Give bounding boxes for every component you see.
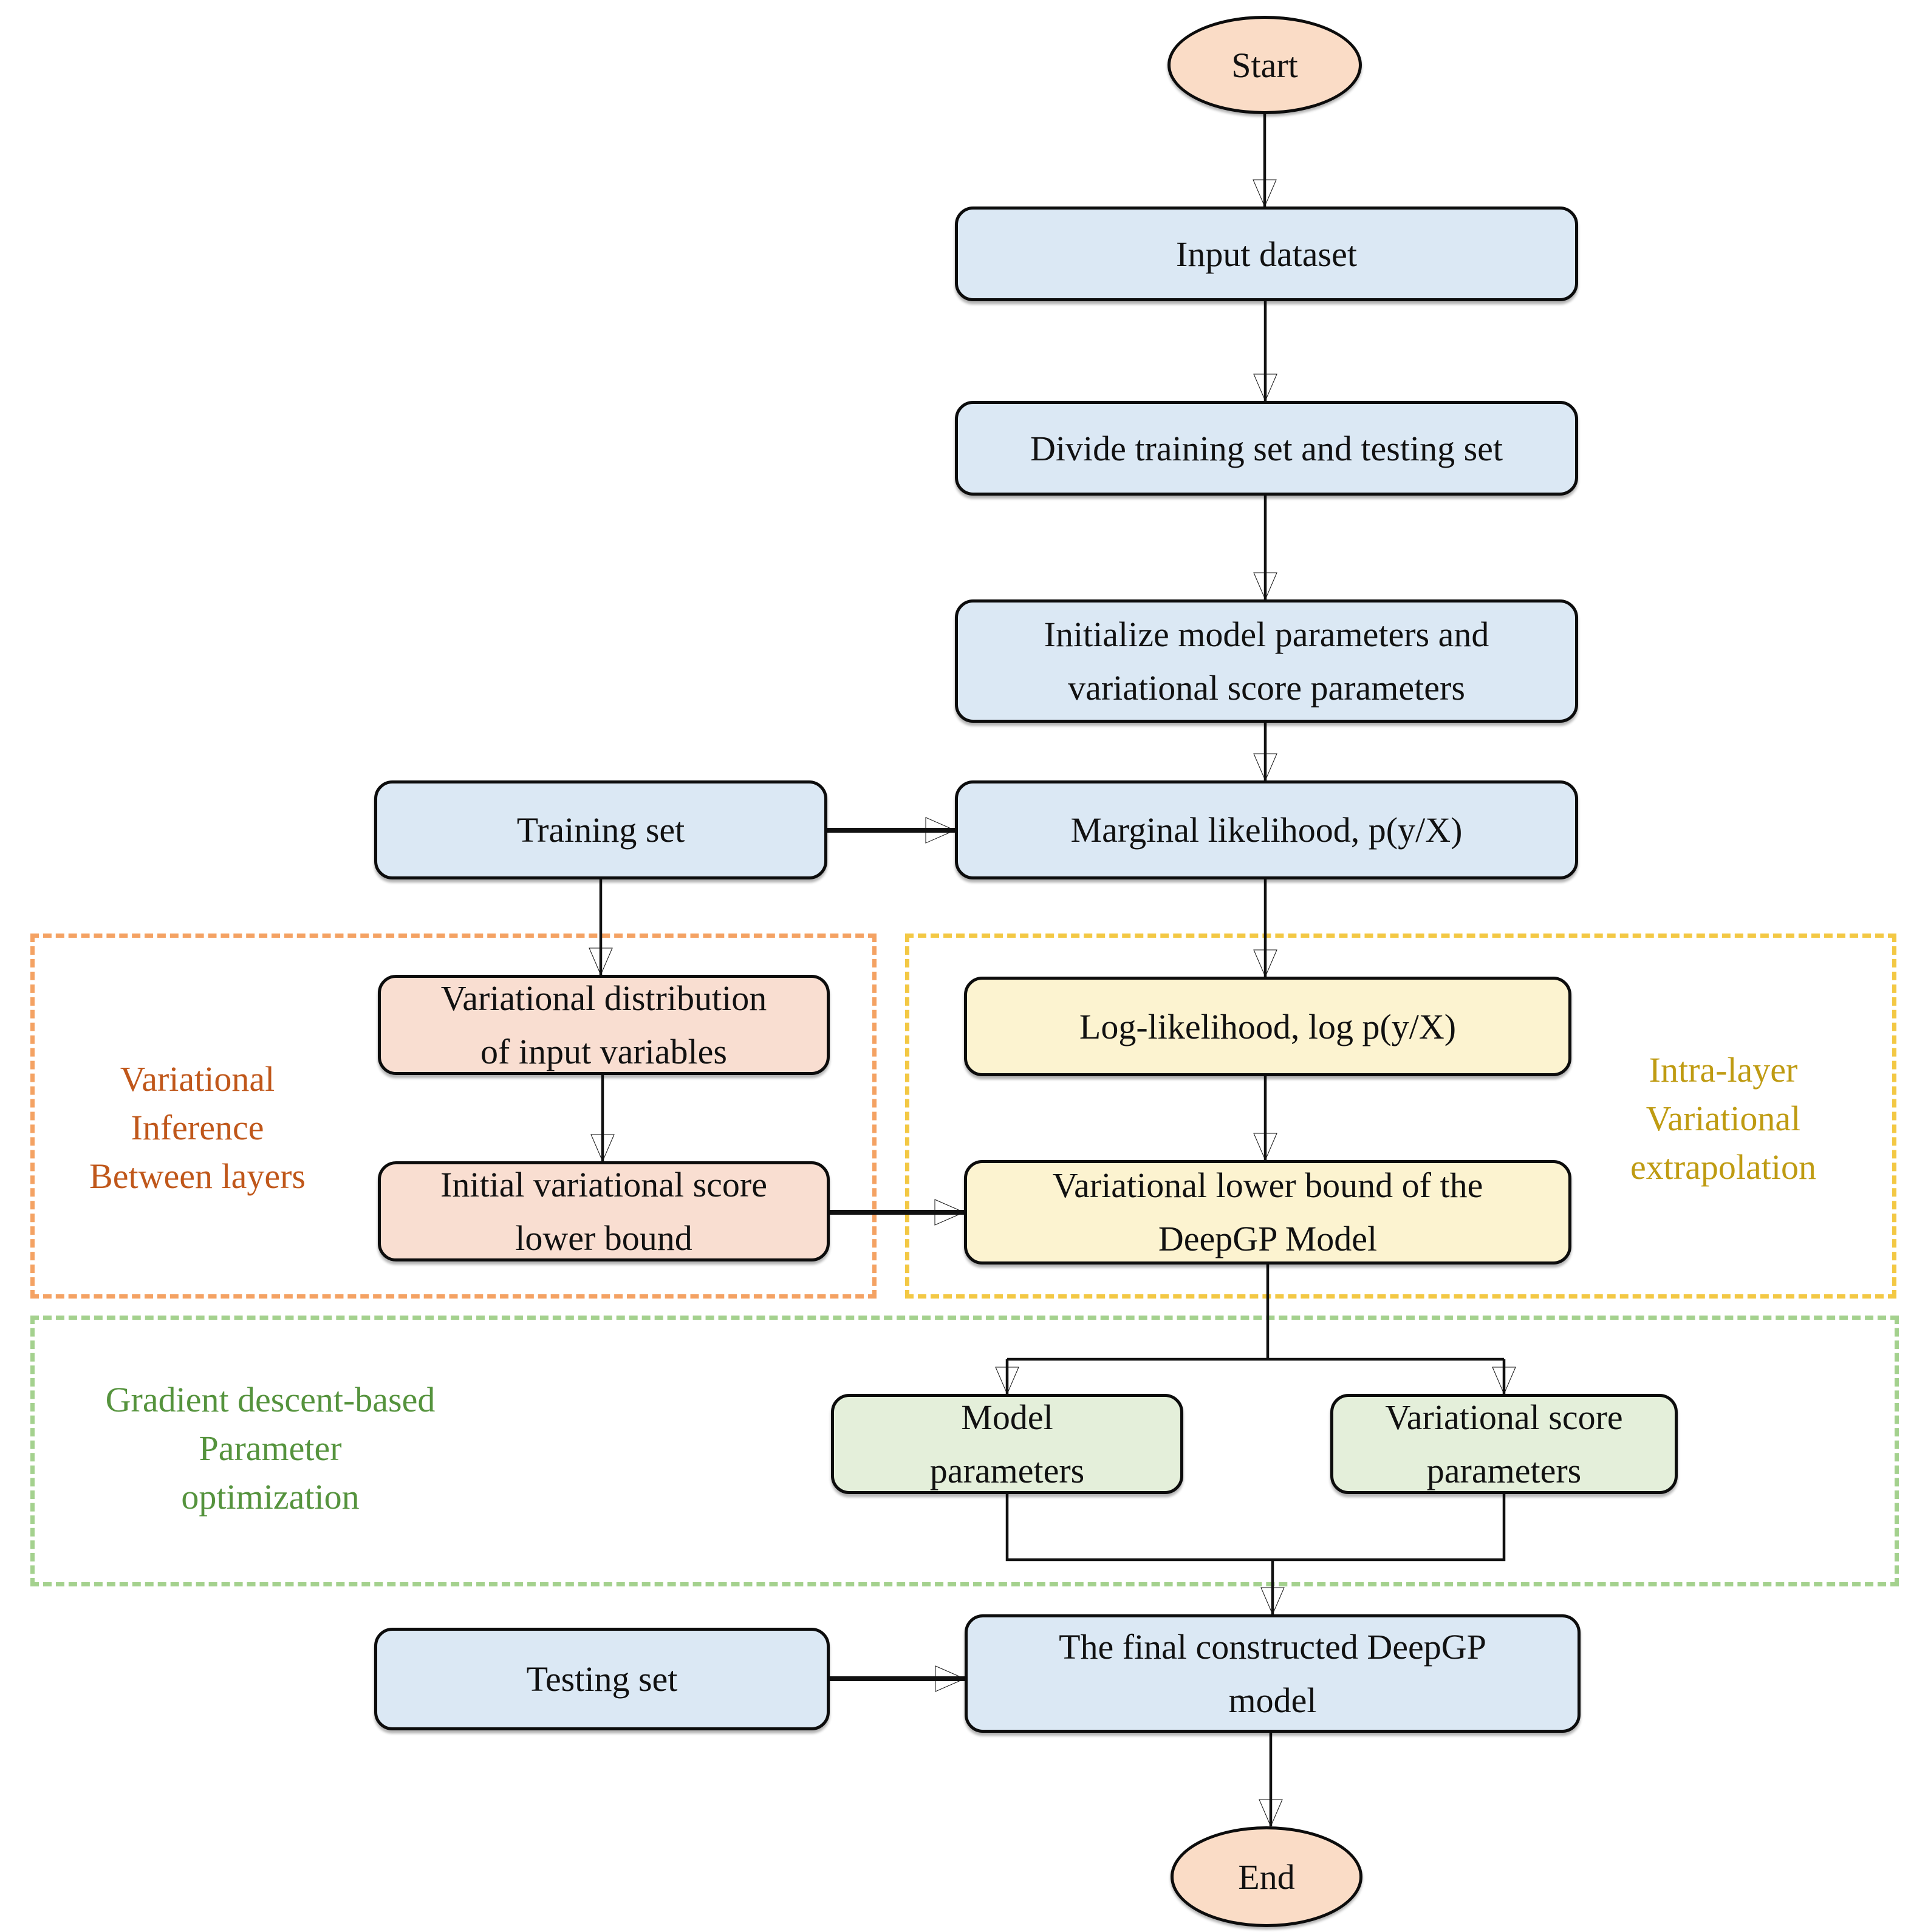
- region-label-intra-layer-line3: extrapolation: [1630, 1147, 1816, 1187]
- node-variational-lower-bound-line1: Variational lower bound of the: [1052, 1166, 1483, 1205]
- node-log-likelihood-label: Log-likelihood, log p(y/X): [1079, 1006, 1457, 1046]
- node-variational-distribution: Variational distribution of input variab…: [378, 975, 830, 1075]
- region-variational-inference: [30, 934, 877, 1299]
- node-variational-score-parameters-line2: parameters: [1426, 1450, 1582, 1490]
- region-label-variational-inference-line1: Variational: [120, 1059, 275, 1099]
- node-initialize-line2: variational score parameters: [1068, 667, 1465, 708]
- node-final-model-line2: model: [1228, 1680, 1317, 1720]
- region-label-gradient-descent-line1: Gradient descent-based: [105, 1380, 436, 1419]
- node-marginal-likelihood-label: Marginal likelihood, p(y/X): [1070, 810, 1463, 850]
- region-label-gradient-descent-line2: Parameter: [199, 1429, 342, 1468]
- node-testing-set: Testing set: [374, 1628, 830, 1730]
- node-initial-variational-score: Initial variational score lower bound: [378, 1161, 830, 1261]
- node-final-model: The final constructed DeepGP model: [965, 1614, 1581, 1733]
- node-marginal-likelihood: Marginal likelihood, p(y/X): [955, 780, 1578, 879]
- node-variational-lower-bound: Variational lower bound of the DeepGP Mo…: [964, 1160, 1571, 1265]
- node-model-parameters-line2: parameters: [929, 1450, 1085, 1490]
- node-variational-score-parameters: Variational score parameters: [1330, 1394, 1678, 1494]
- region-label-variational-inference-line2: Inference: [131, 1108, 264, 1147]
- node-start: Start: [1167, 16, 1362, 114]
- node-input-dataset-label: Input dataset: [1176, 234, 1357, 274]
- region-label-gradient-descent-line3: optimization: [181, 1477, 360, 1517]
- node-start-label: Start: [1231, 45, 1298, 85]
- region-label-gradient-descent: Gradient descent-based Parameter optimiz…: [70, 1376, 471, 1521]
- node-training-set-label: Training set: [516, 810, 685, 850]
- region-gradient-descent: [30, 1316, 1899, 1586]
- region-intra-layer: [905, 934, 1896, 1299]
- node-initial-variational-score-line2: lower bound: [515, 1218, 692, 1258]
- region-label-intra-layer: Intra-layer Variational extrapolation: [1571, 1046, 1875, 1192]
- region-label-intra-layer-line2: Variational: [1646, 1099, 1801, 1138]
- node-testing-set-label: Testing set: [526, 1659, 678, 1699]
- region-label-variational-inference-line3: Between layers: [89, 1156, 306, 1196]
- node-initialize: Initialize model parameters and variatio…: [955, 599, 1578, 723]
- node-divide-label: Divide training set and testing set: [1030, 428, 1503, 468]
- node-divide: Divide training set and testing set: [955, 401, 1578, 496]
- node-model-parameters-line1: Model: [961, 1397, 1053, 1437]
- node-final-model-line1: The final constructed DeepGP: [1059, 1626, 1486, 1667]
- merge-branch-line: [1005, 1494, 1506, 1562]
- node-variational-score-parameters-line1: Variational score: [1385, 1397, 1623, 1437]
- node-end: End: [1171, 1826, 1362, 1927]
- node-initial-variational-score-line1: Initial variational score: [440, 1164, 767, 1204]
- node-variational-lower-bound-line2: DeepGP Model: [1158, 1219, 1378, 1258]
- region-label-variational-inference: Variational Inference Between layers: [46, 1055, 349, 1201]
- node-initialize-line1: Initialize model parameters and: [1044, 614, 1489, 654]
- node-variational-distribution-line2: of input variables: [480, 1031, 727, 1071]
- node-end-label: End: [1238, 1857, 1295, 1897]
- region-label-intra-layer-line1: Intra-layer: [1649, 1050, 1798, 1090]
- node-model-parameters: Model parameters: [831, 1394, 1183, 1494]
- node-input-dataset: Input dataset: [955, 207, 1578, 301]
- node-training-set: Training set: [374, 780, 827, 879]
- node-variational-distribution-line1: Variational distribution: [440, 978, 767, 1018]
- node-log-likelihood: Log-likelihood, log p(y/X): [964, 977, 1571, 1076]
